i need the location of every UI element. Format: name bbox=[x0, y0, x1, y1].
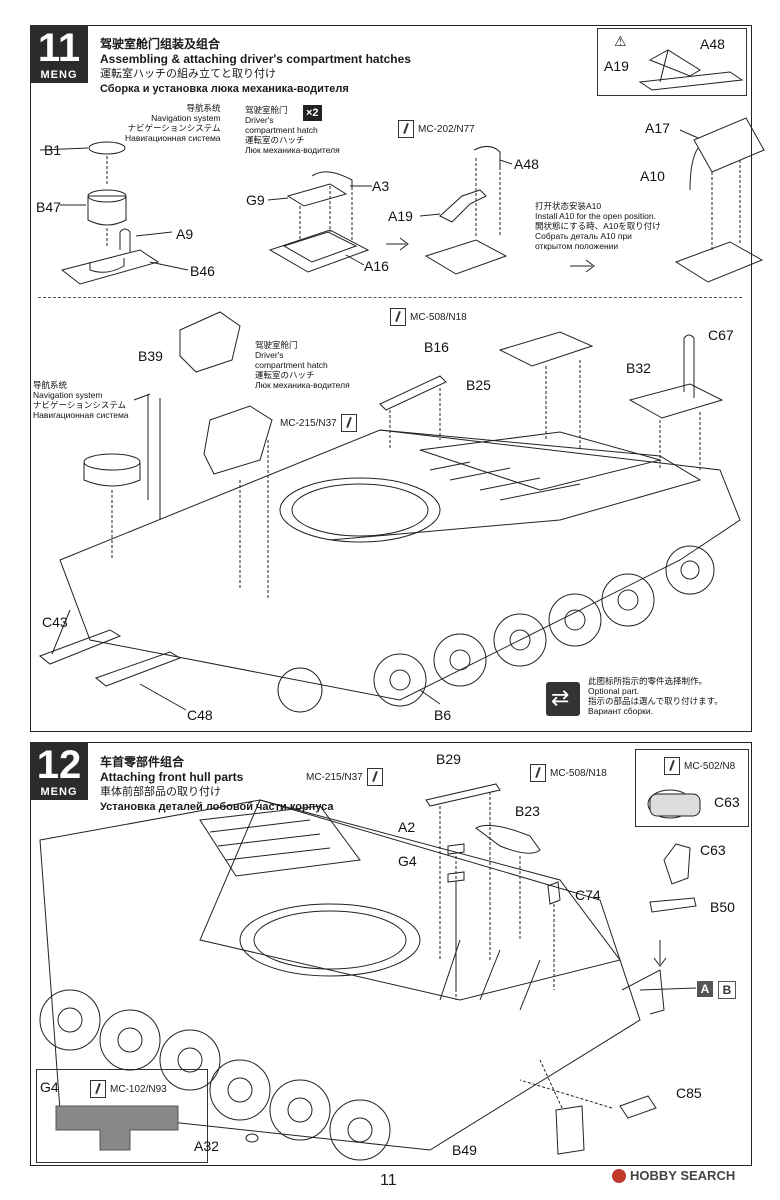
brush-icon bbox=[340, 414, 357, 432]
part-label-a48: A48 bbox=[514, 156, 539, 172]
part-label-c43: C43 bbox=[42, 614, 68, 630]
watermark-text: HOBBY SEARCH bbox=[630, 1168, 736, 1183]
hull-drawing-step12 bbox=[39, 783, 701, 1161]
optional-part-note: 此图标所指示的零件选择制作。 Optional part. 指示の部品は選んで取… bbox=[588, 676, 723, 716]
watermark-logo-icon bbox=[612, 1168, 626, 1183]
optional-part-icon bbox=[546, 682, 580, 716]
part-label-a16: A16 bbox=[364, 258, 389, 274]
part-label-b46: B46 bbox=[190, 263, 215, 279]
part-label-b39: B39 bbox=[138, 348, 163, 364]
swap-arrows-icon: ⇄ bbox=[551, 685, 570, 710]
step-12-brand: MENG bbox=[40, 786, 78, 798]
part-label-c63-inset: C63 bbox=[714, 794, 740, 810]
paint-code: MC-215/N37 bbox=[280, 417, 337, 429]
warning-icon: ⚠ bbox=[614, 33, 627, 49]
part-label-b32: B32 bbox=[626, 360, 651, 376]
nav-system-label-main: 导航系统 Navigation system ナビゲーションシステム Навиг… bbox=[33, 380, 129, 420]
paint-mc102: MC-102/N93 bbox=[90, 1080, 167, 1098]
step-11-panel bbox=[30, 25, 752, 732]
step-12-title-zh: 车首零部件组合 bbox=[100, 755, 185, 769]
page-number: 11 bbox=[380, 1172, 397, 1189]
paint-code: MC-202/N77 bbox=[418, 123, 475, 135]
part-label-c74: C74 bbox=[575, 887, 601, 903]
step-11-title-en: Assembling & attaching driver's compartm… bbox=[100, 52, 411, 66]
part-label-a17: A17 bbox=[645, 120, 670, 136]
part-label-b16: B16 bbox=[424, 339, 449, 355]
part-label-b29: B29 bbox=[436, 751, 461, 767]
part-label-a9: A9 bbox=[176, 226, 194, 242]
variant-b-badge: B bbox=[718, 981, 736, 999]
part-label-c63: C63 bbox=[700, 842, 726, 858]
paint-mc215: MC-215/N37 bbox=[280, 414, 357, 432]
step-11-title-jp: 運転室ハッチの組み立てと取り付け bbox=[100, 68, 276, 80]
brush-icon bbox=[366, 768, 383, 786]
watermark: HOBBY SEARCH bbox=[612, 1168, 735, 1183]
driver-hatch-drawing bbox=[267, 117, 765, 283]
inset-hatch-drawing bbox=[638, 49, 744, 91]
paint-code: MC-508/N18 bbox=[410, 311, 467, 323]
part-label-b47: B47 bbox=[36, 199, 61, 215]
step-11-title-zh: 驾驶室舱门组装及组合 bbox=[100, 37, 221, 51]
nav-system-parts-drawing bbox=[39, 141, 189, 285]
part-label-a19-inset: A19 bbox=[604, 58, 629, 74]
paint-mc215-step12: MC-215/N37 bbox=[306, 768, 383, 786]
step-12-number-badge: 12 MENG bbox=[30, 742, 88, 800]
warning-inset bbox=[597, 28, 747, 96]
paint-code: MC-502/N8 bbox=[684, 760, 736, 772]
step-11-number-badge: 11 MENG bbox=[30, 25, 88, 83]
paint-code: MC-102/N93 bbox=[110, 1083, 167, 1095]
part-label-b25: B25 bbox=[466, 377, 491, 393]
part-label-a48-inset: A48 bbox=[700, 36, 725, 52]
brush-icon bbox=[90, 1080, 106, 1098]
brush-icon bbox=[530, 764, 546, 782]
step-12-number: 12 bbox=[36, 743, 82, 787]
part-label-a3: A3 bbox=[372, 178, 390, 194]
part-label-c85: C85 bbox=[676, 1085, 702, 1101]
part-label-b6: B6 bbox=[434, 707, 452, 723]
step-12-title-en: Attaching front hull parts bbox=[100, 770, 244, 784]
part-label-a2: A2 bbox=[398, 819, 416, 835]
part-label-b1: B1 bbox=[44, 142, 62, 158]
part-label-b23: B23 bbox=[515, 803, 540, 819]
open-position-note: 打开状态安装A10 Install A10 for the open posit… bbox=[535, 201, 661, 251]
paint-mc202: MC-202/N77 bbox=[398, 120, 475, 138]
hull-drawing-step11 bbox=[38, 311, 741, 713]
driver-hatch-label-main: 驾驶室舱门 Driver's compartment hatch 運転室のハッチ… bbox=[255, 340, 350, 390]
road-wheels-step11 bbox=[277, 545, 715, 713]
paint-mc508: MC-508/N18 bbox=[390, 308, 467, 326]
part-label-b49: B49 bbox=[452, 1142, 477, 1158]
times-two-text: ×2 bbox=[303, 105, 322, 121]
paint-mc508-step12: MC-508/N18 bbox=[530, 764, 607, 782]
part-label-c48: C48 bbox=[187, 707, 213, 723]
brush-icon bbox=[390, 308, 406, 326]
part-label-g4-inset: G4 bbox=[40, 1079, 59, 1095]
brush-icon bbox=[398, 120, 414, 138]
variant-a-badge: A bbox=[697, 981, 713, 997]
divider-dashed bbox=[38, 297, 742, 298]
part-label-g9: G9 bbox=[246, 192, 265, 208]
paint-mc502: MC-502/N8 bbox=[664, 757, 735, 775]
brush-icon bbox=[664, 757, 680, 775]
step-11-title-ru: Сборка и установка люка механика-водител… bbox=[100, 83, 349, 95]
paint-code: MC-215/N37 bbox=[306, 771, 363, 783]
step-11-brand: MENG bbox=[40, 69, 78, 81]
step-12-title-jp: 車体前部部品の取り付け bbox=[100, 786, 221, 798]
step-11-number: 11 bbox=[37, 26, 81, 70]
part-label-c67: C67 bbox=[708, 327, 734, 343]
driver-hatch-label-top: 驾驶室舱门 Driver's compartment hatch 運転室のハッチ… bbox=[245, 105, 340, 155]
part-label-b50: B50 bbox=[710, 899, 735, 915]
nav-system-label-top: 导航系统 Navigation system ナビゲーションシステム Навиг… bbox=[125, 103, 221, 143]
part-label-a32: A32 bbox=[194, 1138, 219, 1154]
part-label-a19: A19 bbox=[388, 208, 413, 224]
part-label-a10: A10 bbox=[640, 168, 665, 184]
times-two-badge: ×2 bbox=[303, 103, 322, 121]
paint-code: MC-508/N18 bbox=[550, 767, 607, 779]
part-label-g4: G4 bbox=[398, 853, 417, 869]
step-11-titles: 驾驶室舱门组装及组合 Assembling & attaching driver… bbox=[100, 37, 411, 97]
road-wheels-step12 bbox=[39, 989, 391, 1161]
